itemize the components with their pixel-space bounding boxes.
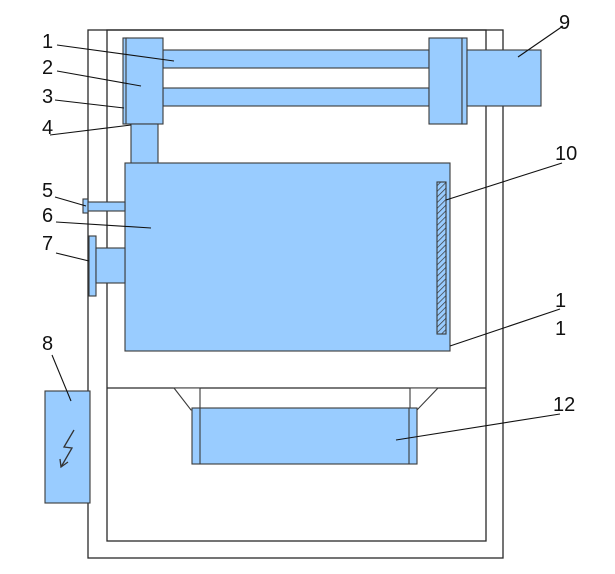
label-11-bottom: 1	[555, 318, 566, 340]
label-4: 4	[42, 117, 53, 139]
label-11-top: 1	[555, 290, 566, 312]
label-12: 12	[553, 394, 575, 416]
main-chamber	[124, 162, 451, 352]
leader-line-2	[56, 70, 142, 87]
label-3: 3	[42, 86, 53, 108]
drive-motor-box	[466, 49, 542, 107]
side-flange-neck	[95, 247, 126, 284]
label-9: 9	[559, 12, 570, 34]
right-rail-support	[428, 37, 463, 125]
upper-guide-rail	[162, 49, 430, 69]
leader-line-9	[517, 25, 564, 58]
leader-line-1	[56, 44, 175, 62]
label-10: 10	[555, 143, 577, 165]
lightning-bolt-arrowhead	[59, 458, 69, 469]
leader-line-4	[49, 124, 132, 136]
leader-line-7	[55, 252, 90, 262]
leader-line-3	[54, 99, 125, 109]
right-rail-support-plate	[461, 37, 468, 125]
label-5: 5	[42, 180, 53, 202]
lightning-bolt-icon	[60, 429, 75, 468]
collection-tray	[191, 407, 418, 465]
lower-guide-rail	[162, 87, 430, 107]
left-carriage-block	[125, 37, 164, 125]
label-2: 2	[42, 57, 53, 79]
label-7: 7	[42, 233, 53, 255]
leader-line-10	[445, 162, 563, 201]
hatched-side-panel	[436, 181, 447, 335]
tray-hopper-right	[409, 387, 440, 411]
leader-line-11	[449, 308, 561, 347]
side-flange-plate	[88, 235, 97, 297]
inlet-pipe	[86, 201, 126, 212]
leader-line-5	[54, 196, 87, 207]
leader-line-8	[51, 354, 72, 402]
label-6: 6	[42, 205, 53, 227]
tray-hopper-left	[172, 387, 201, 411]
leader-line-12	[395, 413, 561, 441]
leader-line-6	[55, 221, 152, 229]
inner-housing-frame	[106, 29, 487, 542]
label-8: 8	[42, 333, 53, 355]
label-1: 1	[42, 31, 53, 53]
